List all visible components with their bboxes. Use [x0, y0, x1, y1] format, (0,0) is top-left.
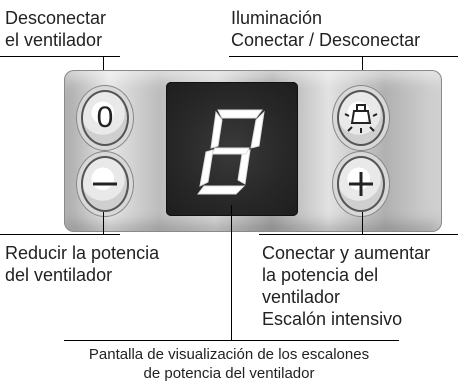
segment-a [217, 109, 263, 119]
segment-g [211, 147, 250, 155]
plus-icon [349, 172, 373, 196]
seven-segment-digit [197, 109, 265, 195]
off-label-line1: Desconectar [5, 8, 107, 28]
segment-f [210, 110, 223, 149]
display-label-line2: de potencia del ventilador [143, 365, 315, 382]
light-label-line1: Iluminación [231, 8, 323, 28]
display-label-line1: Pantalla de visualización de los escalon… [88, 346, 370, 363]
zero-icon: 0 [97, 101, 114, 134]
increase-label-line4: Escalón intensivo [262, 309, 403, 329]
reduce-button[interactable] [81, 156, 129, 212]
increase-label-line1: Conectar y aumentar [262, 243, 431, 263]
increase-label-line2: la potencia del [262, 265, 379, 285]
reduce-leader-line [103, 212, 104, 234]
increase-leader-line [362, 212, 363, 234]
power-level-display [166, 82, 298, 216]
off-button[interactable]: 0 [81, 90, 129, 146]
increase-button[interactable] [337, 156, 385, 212]
lamp-icon [344, 104, 378, 133]
increase-label-line3: ventilador [262, 287, 341, 307]
display-label-underline [64, 340, 399, 341]
increase-label-underline [259, 234, 458, 235]
off-symbol: 0 [97, 101, 114, 134]
off-label-line2: el ventilador [5, 30, 103, 50]
reduce-label-underline [0, 234, 120, 235]
segment-e [199, 149, 214, 187]
segment-d [197, 185, 246, 195]
segment-b [250, 110, 265, 149]
minus-icon [93, 182, 117, 186]
off-label-underline [0, 56, 120, 57]
light-button[interactable] [337, 90, 385, 146]
reduce-label-line2: del ventilador [5, 265, 113, 285]
display-leader-line [231, 205, 232, 340]
reduce-label-line1: Reducir la potencia [5, 243, 160, 263]
light-label-underline [229, 56, 458, 57]
light-label-line2: Conectar / Desconectar [231, 30, 421, 50]
